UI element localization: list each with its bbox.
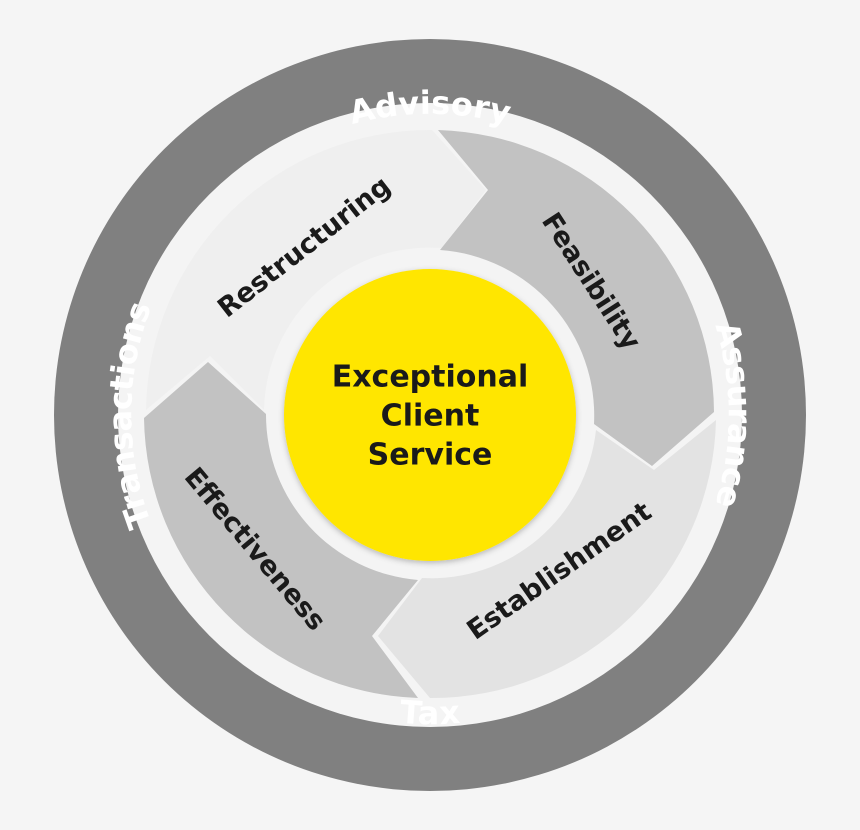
center-line-1: Exceptional: [332, 360, 529, 395]
segment-feasibility: [438, 130, 714, 466]
ring-label-tax: Tax: [399, 693, 462, 732]
segment-restructuring: [146, 129, 486, 410]
center-circle: [284, 269, 576, 561]
segment-effectiveness: [144, 362, 418, 698]
segment-establishment: [378, 420, 716, 699]
center-line-2: Client: [381, 399, 480, 434]
center-line-3: Service: [368, 438, 493, 473]
